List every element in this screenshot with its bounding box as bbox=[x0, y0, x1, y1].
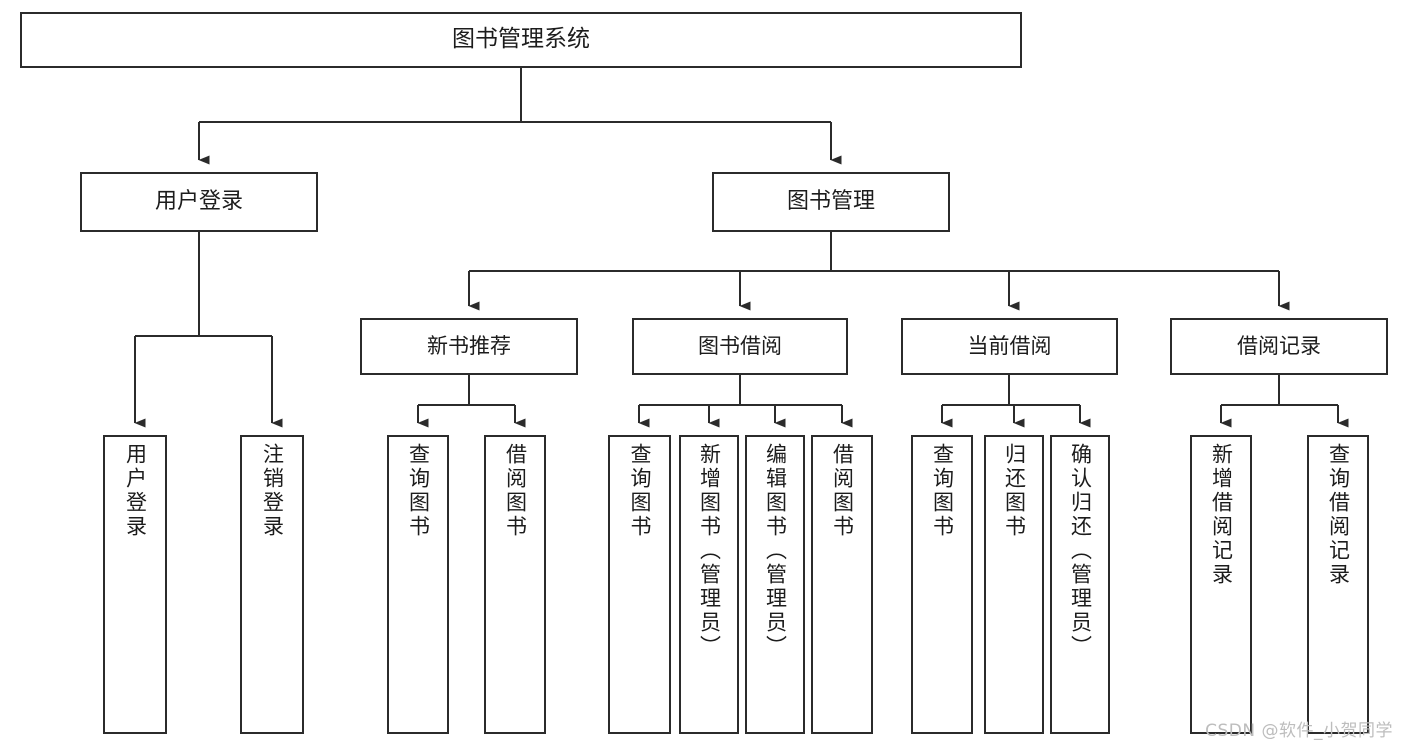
node-leaf-add-record[interactable]: 新增借阅记录 bbox=[1190, 435, 1252, 734]
node-leaf-user-logout[interactable]: 注销登录 bbox=[240, 435, 304, 734]
node-leaf-query-record[interactable]: 查询借阅记录 bbox=[1307, 435, 1369, 734]
node-user-login[interactable]: 用户登录 bbox=[80, 172, 318, 232]
node-leaf-return-book-label: 归还图书 bbox=[1002, 443, 1027, 539]
node-leaf-edit-book-label: 编辑图书（管理员） bbox=[763, 443, 788, 659]
node-leaf-query-book-cb[interactable]: 查询图书 bbox=[911, 435, 973, 734]
node-root[interactable]: 图书管理系统 bbox=[20, 12, 1022, 68]
node-leaf-add-book[interactable]: 新增图书（管理员） bbox=[679, 435, 739, 734]
node-leaf-add-record-label: 新增借阅记录 bbox=[1209, 443, 1234, 587]
node-leaf-query-record-label: 查询借阅记录 bbox=[1326, 443, 1351, 587]
node-book-manage-label: 图书管理 bbox=[786, 188, 875, 214]
node-leaf-confirm-return[interactable]: 确认归还（管理员） bbox=[1050, 435, 1110, 734]
node-book-manage[interactable]: 图书管理 bbox=[712, 172, 950, 232]
node-new-book-rec-label: 新书推荐 bbox=[427, 333, 511, 358]
node-current-borrow-label: 当前借阅 bbox=[967, 333, 1052, 358]
node-root-label: 图书管理系统 bbox=[452, 26, 590, 53]
node-leaf-query-book-cb-label: 查询图书 bbox=[930, 443, 955, 539]
node-book-borrow[interactable]: 图书借阅 bbox=[632, 318, 848, 375]
node-borrow-record-label: 借阅记录 bbox=[1237, 333, 1321, 358]
node-leaf-borrow-book-br[interactable]: 借阅图书 bbox=[811, 435, 873, 734]
node-leaf-return-book[interactable]: 归还图书 bbox=[984, 435, 1044, 734]
node-leaf-query-book-rec[interactable]: 查询图书 bbox=[387, 435, 449, 734]
node-leaf-user-login[interactable]: 用户登录 bbox=[103, 435, 167, 734]
node-leaf-query-book-rec-label: 查询图书 bbox=[406, 443, 431, 539]
node-leaf-add-book-label: 新增图书（管理员） bbox=[697, 443, 722, 659]
node-book-borrow-label: 图书借阅 bbox=[698, 333, 782, 358]
node-user-login-label: 用户登录 bbox=[154, 188, 243, 214]
watermark-text: CSDN @软件_小贺同学 bbox=[1205, 721, 1393, 741]
node-leaf-borrow-book-rec[interactable]: 借阅图书 bbox=[484, 435, 546, 734]
node-leaf-borrow-book-rec-label: 借阅图书 bbox=[503, 443, 528, 539]
node-leaf-edit-book[interactable]: 编辑图书（管理员） bbox=[745, 435, 805, 734]
node-leaf-user-logout-label: 注销登录 bbox=[260, 443, 285, 539]
node-leaf-confirm-return-label: 确认归还（管理员） bbox=[1068, 443, 1093, 659]
node-new-book-rec[interactable]: 新书推荐 bbox=[360, 318, 578, 375]
node-borrow-record[interactable]: 借阅记录 bbox=[1170, 318, 1388, 375]
node-leaf-query-book-br[interactable]: 查询图书 bbox=[608, 435, 671, 734]
node-leaf-user-login-label: 用户登录 bbox=[123, 443, 148, 539]
node-leaf-query-book-br-label: 查询图书 bbox=[628, 443, 652, 539]
node-current-borrow[interactable]: 当前借阅 bbox=[901, 318, 1118, 375]
node-leaf-borrow-book-br-label: 借阅图书 bbox=[830, 443, 855, 539]
